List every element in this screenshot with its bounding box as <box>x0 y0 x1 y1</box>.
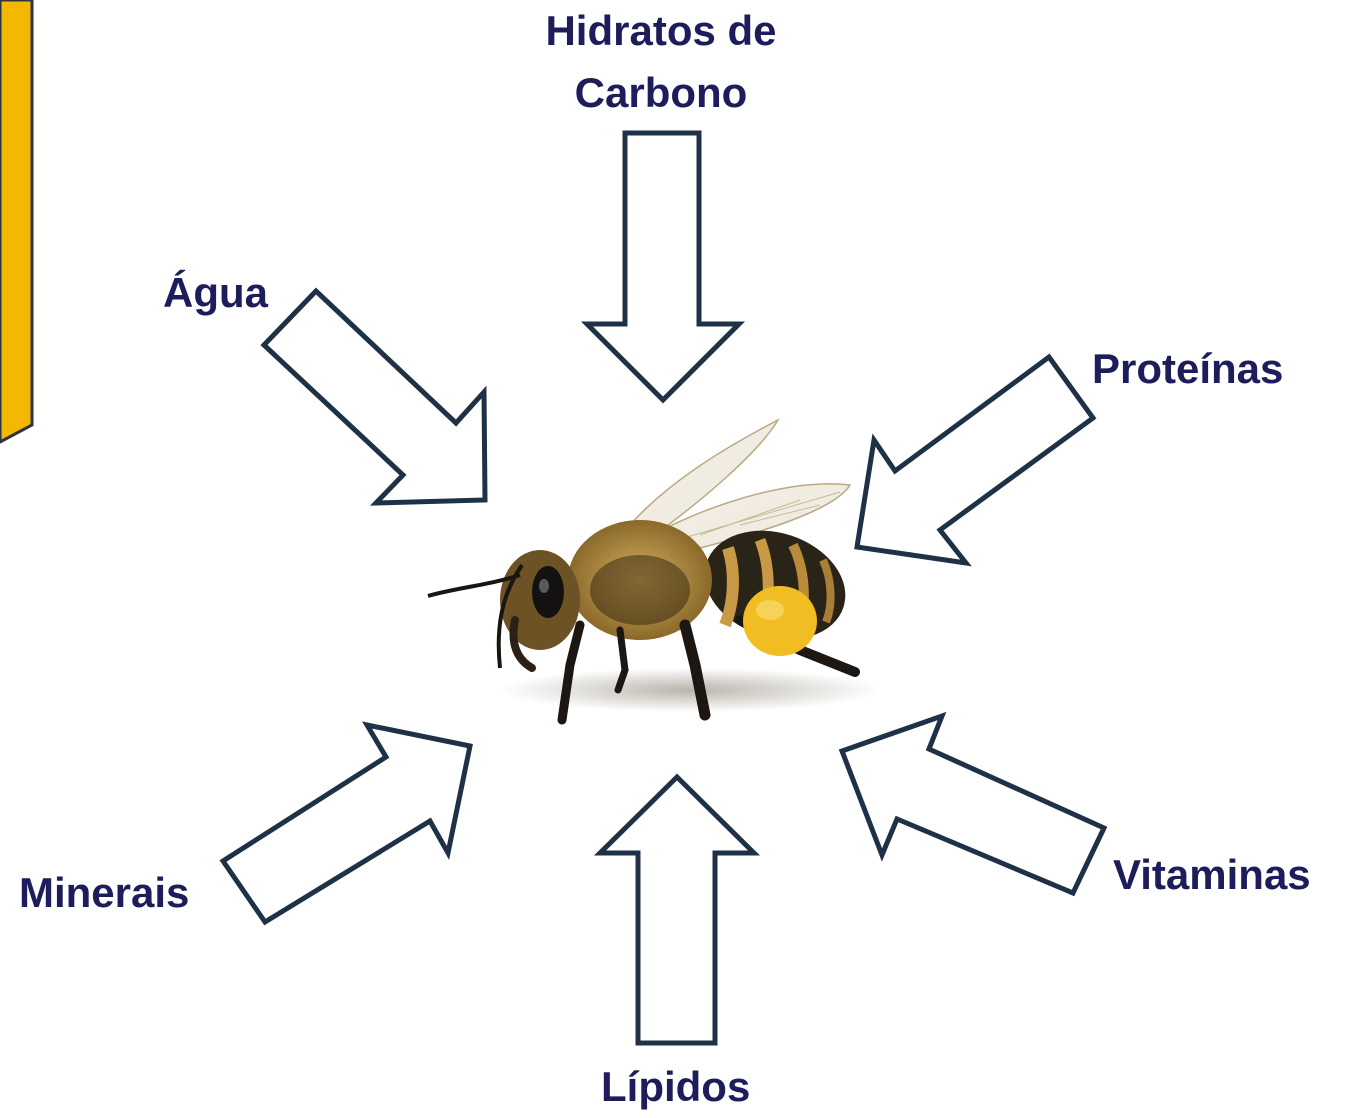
label-carbohydrates: Hidratos de Carbono <box>511 0 811 124</box>
label-carbohydrates-line1: Hidratos de <box>511 0 811 62</box>
label-carbohydrates-line2: Carbono <box>511 62 811 124</box>
label-water: Água <box>163 262 268 324</box>
arrow-water <box>264 291 485 503</box>
label-vitamins: Vitaminas <box>1113 844 1311 906</box>
label-proteins: Proteínas <box>1092 338 1283 400</box>
arrow-proteins <box>857 357 1093 563</box>
bee-icon <box>428 420 880 720</box>
label-minerals: Minerais <box>19 862 189 924</box>
arrow-vitamins <box>842 716 1104 893</box>
arrow-lipids <box>600 777 754 1043</box>
arrow-minerals <box>223 725 470 922</box>
accent-bar <box>0 0 32 442</box>
label-lipids: Lípidos <box>601 1056 750 1118</box>
arrow-carbohydrates <box>587 133 739 400</box>
